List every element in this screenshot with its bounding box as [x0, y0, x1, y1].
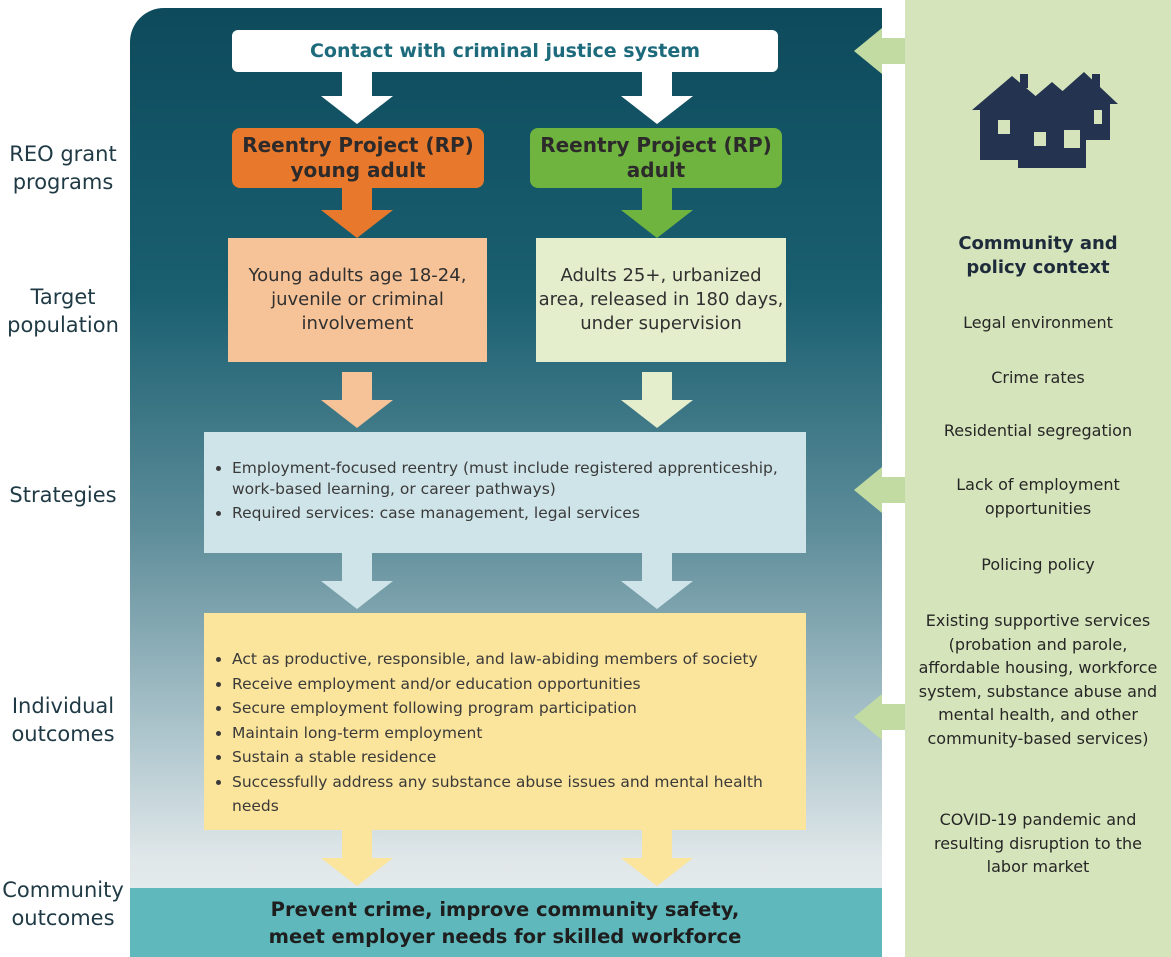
arrow-outcomes-to-community-left: [321, 830, 393, 886]
context-item-policing: Policing policy: [981, 555, 1095, 574]
arrow-target-young-to-strategies: [321, 372, 393, 428]
rp-young-line1: Reentry Project (RP): [242, 133, 474, 157]
arrow-context-to-strategies: [854, 467, 905, 513]
outcome-item: Sustain a stable residence: [232, 745, 792, 770]
context-item-crime: Crime rates: [991, 368, 1085, 387]
arrow-context-to-contact: [854, 28, 905, 74]
target-adult-line3: under supervision: [580, 313, 742, 334]
rp-adult-line1: Reentry Project (RP): [540, 133, 772, 157]
outcomes-list: Act as productive, responsible, and law-…: [216, 647, 792, 819]
arrow-context-to-outcomes: [854, 694, 905, 740]
context-item-supportive-services: Existing supportive services (probation …: [918, 611, 1158, 748]
strategies-list: Employment-focused reentry (must include…: [216, 458, 792, 524]
context-item-segregation: Residential segregation: [943, 421, 1133, 440]
strategy-item: Employment-focused reentry (must include…: [232, 458, 792, 500]
target-young-line3: involvement: [301, 313, 414, 334]
contact-criminal-justice-box: Contact with criminal justice system: [232, 30, 778, 72]
outcome-item: Successfully address any substance abuse…: [232, 770, 792, 819]
target-young-adult-box: Young adults age 18-24, juvenile or crim…: [228, 238, 487, 362]
houses-icon: [972, 72, 1118, 168]
strategies-box: Employment-focused reentry (must include…: [204, 432, 806, 553]
arrow-target-adult-to-strategies: [621, 372, 693, 428]
outcome-item: Act as productive, responsible, and law-…: [232, 647, 792, 672]
context-item-employment: Lack of employment opportunities: [956, 475, 1120, 518]
arrow-rp-adult-to-target: [621, 188, 693, 238]
individual-outcomes-box: Act as productive, responsible, and law-…: [204, 613, 806, 830]
rp-young-line2: young adult: [290, 158, 426, 182]
target-adult-box: Adults 25+, urbanized area, released in …: [536, 238, 786, 362]
arrow-contact-to-rp-adult: [621, 72, 693, 124]
arrow-strategies-to-outcomes-right: [621, 553, 693, 609]
arrow-rp-young-to-target: [321, 188, 393, 238]
target-adult-line1: Adults 25+, urbanized: [560, 265, 762, 286]
target-young-line1: Young adults age 18-24,: [248, 265, 467, 286]
label-reo-grant-programs: REO grant programs: [9, 142, 117, 194]
label-individual-outcomes: Individual outcomes: [11, 694, 115, 746]
outcome-item: Maintain long-term employment: [232, 721, 792, 746]
community-line2: meet employer needs for skilled workforc…: [268, 924, 742, 948]
outcome-item: Secure employment following program part…: [232, 696, 792, 721]
context-item-covid: COVID-19 pandemic and resulting disrupti…: [933, 810, 1143, 876]
rp-adult-line2: adult: [626, 158, 686, 182]
community-outcomes-text: Prevent crime, improve community safety,…: [204, 888, 806, 957]
rp-adult-box: Reentry Project (RP) adult: [530, 128, 782, 188]
arrow-strategies-to-outcomes-left: [321, 553, 393, 609]
strategy-item: Required services: case management, lega…: [232, 503, 792, 524]
context-item-legal: Legal environment: [963, 313, 1113, 332]
target-adult-line2: area, released in 180 days,: [538, 289, 784, 310]
arrow-contact-to-rp-young: [321, 72, 393, 124]
label-strategies: Strategies: [9, 483, 117, 507]
community-line1: Prevent crime, improve community safety,: [270, 897, 740, 921]
arrow-outcomes-to-community-right: [621, 830, 693, 886]
label-target-population: Target population: [7, 285, 119, 337]
community-policy-context-title: Community and policy context: [958, 233, 1118, 278]
rp-young-adult-box: Reentry Project (RP) young adult: [232, 128, 484, 188]
outcome-item: Receive employment and/or education oppo…: [232, 672, 792, 697]
target-young-line2: juvenile or criminal: [271, 289, 444, 310]
label-community-outcomes: Community outcomes: [2, 878, 124, 930]
community-outcomes-bar: [130, 888, 882, 957]
